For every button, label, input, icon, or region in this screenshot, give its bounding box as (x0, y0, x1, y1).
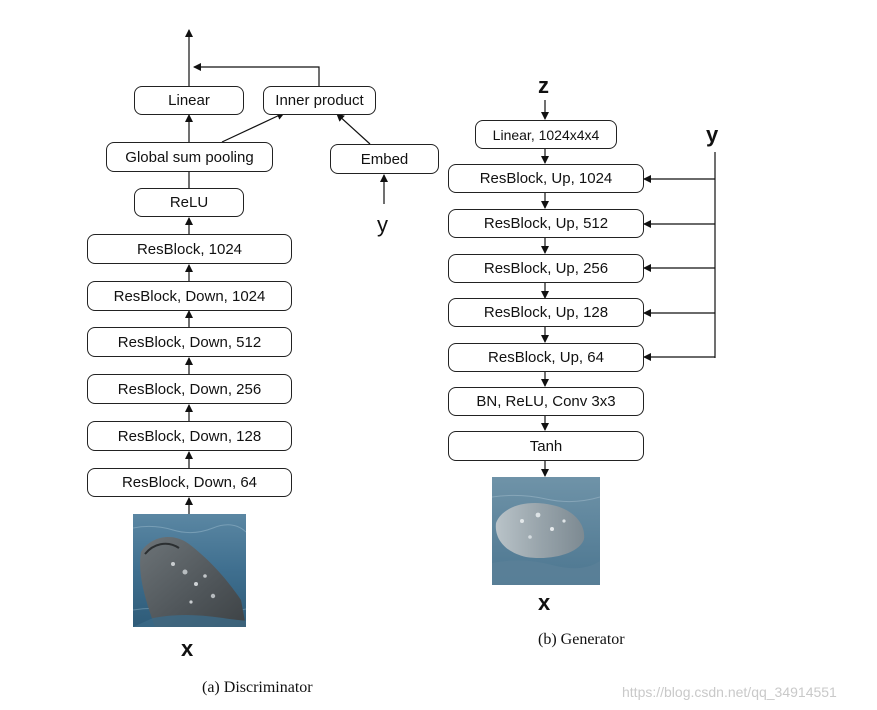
disc-linear-block: Linear (134, 86, 244, 115)
arrow-inner-to-output (193, 63, 320, 86)
disc-resblock-down-512: ResBlock, Down, 512 (87, 327, 292, 357)
disc-resblock-down-256: ResBlock, Down, 256 (87, 374, 292, 404)
disc-resblock-down-1024: ResBlock, Down, 1024 (87, 281, 292, 311)
disc-relu-block: ReLU (134, 188, 244, 217)
gen-linear-block: Linear, 1024x4x4 (475, 120, 617, 149)
gen-output-x: x (538, 590, 551, 615)
arrow-pooling-to-inner (221, 112, 285, 143)
disc-resblock-1024: ResBlock, 1024 (87, 234, 292, 264)
disc-embed-block: Embed (330, 144, 439, 174)
disc-caption: (a) Discriminator (202, 679, 313, 696)
disc-input-x: x (181, 636, 194, 661)
gen-resblock-up-512: ResBlock, Up, 512 (448, 209, 644, 238)
watermark: https://blog.csdn.net/qq_34914551 (622, 684, 837, 700)
gen-label-y: y (706, 122, 719, 147)
disc-resblock-down-64: ResBlock, Down, 64 (87, 468, 292, 497)
disc-label-y: y (377, 212, 388, 237)
arrow-embed-to-inner (336, 113, 371, 145)
gen-input-z: z (538, 73, 549, 98)
gen-resblock-up-1024: ResBlock, Up, 1024 (448, 164, 644, 193)
disc-resblock-down-128: ResBlock, Down, 128 (87, 421, 292, 451)
gen-resblock-up-256: ResBlock, Up, 256 (448, 254, 644, 283)
gen-output-image (492, 477, 600, 585)
gen-bn-relu-conv-block: BN, ReLU, Conv 3x3 (448, 387, 644, 416)
disc-input-image (133, 514, 246, 627)
disc-inner-product-block: Inner product (263, 86, 376, 115)
gen-caption: (b) Generator (538, 631, 625, 648)
disc-global-sum-pooling-block: Global sum pooling (106, 142, 273, 172)
gen-resblock-up-128: ResBlock, Up, 128 (448, 298, 644, 327)
gen-tanh-block: Tanh (448, 431, 644, 461)
gen-resblock-up-64: ResBlock, Up, 64 (448, 343, 644, 372)
